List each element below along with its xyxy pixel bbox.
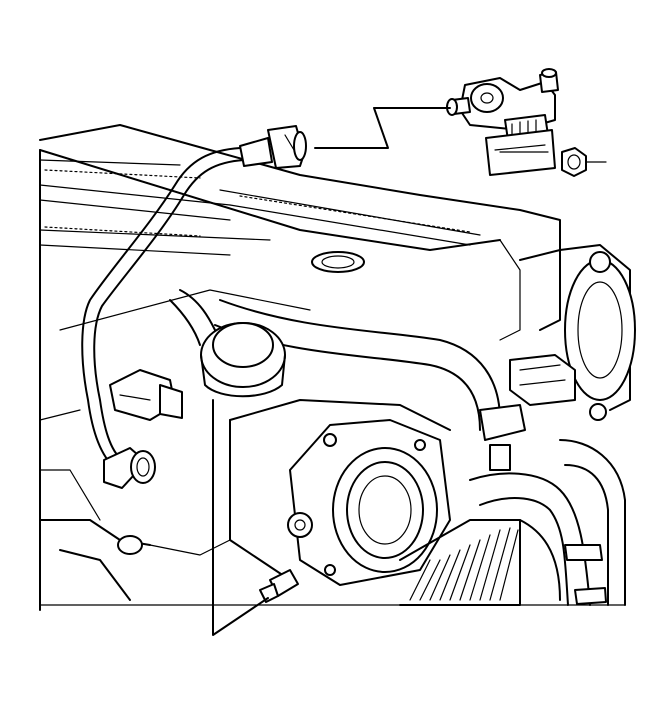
oil-filler-cap (311, 251, 365, 273)
map-sensor (109, 369, 183, 421)
evap-purge-solenoid (446, 68, 559, 176)
leader-lines (212, 107, 549, 636)
cover-ribs (44, 169, 471, 237)
alternator-area (499, 239, 636, 421)
lower-hose-connector (103, 447, 156, 489)
mounting-nut (561, 147, 607, 177)
purge-nipple (259, 569, 299, 603)
throttle-body (229, 399, 451, 603)
lower-left-details (39, 519, 231, 601)
round-valve (200, 322, 286, 398)
engine-cover (39, 124, 561, 611)
evap-purge-hose (81, 125, 307, 489)
lower-right-hoses (469, 439, 626, 606)
radiator-fins (409, 527, 519, 601)
center-connector (479, 354, 576, 471)
upper-hose-connector (239, 125, 307, 169)
